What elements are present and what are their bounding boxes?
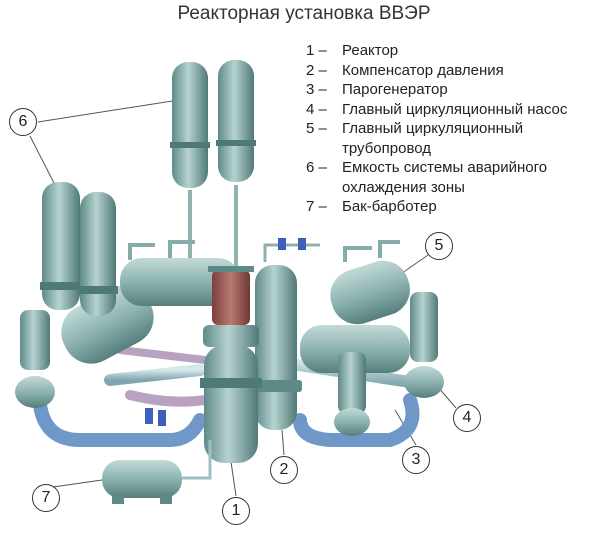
legend-text: Емкость системы аварийного охлаждения зо… [342,159,548,196]
bubbler-vessel [102,460,182,498]
legend-number: 3 – [306,81,327,98]
bubbler-support [160,496,172,504]
reactor-nozzle-belt [200,378,262,388]
valve [158,410,166,426]
callout-6: 6 [9,108,37,136]
sg-vessel [300,325,410,373]
leader-line [29,135,56,186]
sg-vessel [330,260,410,325]
hot-leg-pipe [125,390,210,407]
pump-motor [20,310,50,370]
pump-casing [404,366,444,398]
legend-item: 4 – Главный циркуляционный насос [306,100,567,120]
pump-motor [410,292,438,362]
valve [278,238,286,250]
legend-text: Реактор [342,42,399,59]
legend-number: 5 – [306,120,327,137]
legend-text: Главный циркуляционный насос [342,100,568,118]
leader-line [281,429,285,456]
tank-band [78,286,118,294]
reactor-coolant-pump-left [15,310,55,408]
legend-number: 6 – [306,159,327,176]
legend-number: 7 – [306,198,327,215]
legend-item: 1 – Реактор [306,41,567,61]
legend-text: Парогенератор [342,81,448,98]
cold-leg-pipe [293,393,420,447]
tank-band [40,282,82,290]
steam-line [128,240,195,260]
hot-leg-pipe [104,364,206,386]
legend-item: 7 – Бак-барботер [306,197,567,217]
valve [298,238,306,250]
pressurizer-flange [250,380,302,392]
ecc-tank [218,60,254,182]
pump-motor [338,352,366,414]
relief-pipe [182,440,212,480]
pressurizer-vessel [255,265,297,430]
legend-text: Компенсатор давления [342,61,504,79]
bubbler-tank [102,440,212,504]
reactor-vessel [204,345,258,463]
isolation-valves [145,408,166,426]
valve-manifold [263,243,320,262]
reactor [200,266,262,463]
legend-item: 5 – Главный циркуляционный трубопровод [306,119,567,158]
pump-casing [334,408,370,436]
ecc-tank [42,182,80,310]
ecc-tanks-upper [170,60,256,270]
reactor-core-drive [212,270,250,325]
callout-4: 4 [453,404,481,432]
tank-band [170,142,210,148]
valve [145,408,153,424]
callout-5: 5 [425,232,453,260]
callout-3: 3 [402,446,430,474]
pressurizer [250,238,320,430]
ecc-tank [80,192,116,316]
legend-item: 3 – Парогенератор [306,80,567,100]
legend-item: 2 – Компенсатор давления [306,61,567,81]
legend-number: 2 – [306,61,327,79]
reactor-head [203,325,259,347]
legend-number: 4 – [306,100,327,118]
legend-text: Бак-барботер [342,198,437,215]
pump-casing [15,376,55,408]
callout-1: 1 [222,497,250,525]
reactor-coolant-pump-right [334,292,444,436]
steam-generator-right [300,240,410,373]
cold-leg-pipe [33,398,207,447]
legend: 1 – Реактор 2 – Компенсатор давления 3 – Па… [306,41,567,217]
control-rod-drive-frame [208,266,254,272]
tank-band [216,140,256,146]
ecc-tanks-left [40,182,118,316]
legend-text: Главный циркуляционный трубопровод [342,120,524,157]
hot-leg-pipe [116,346,209,364]
callout-7: 7 [32,484,60,512]
legend-number: 1 – [306,42,327,59]
diagram-title: Реакторная установка ВВЭР [177,3,431,24]
ecc-tank [172,62,208,188]
steam-line [343,240,400,262]
bubbler-support [112,496,124,504]
legend-item: 6 – Емкость системы аварийного охлаждения… [306,158,567,197]
leader-line [37,98,186,123]
callout-2: 2 [270,456,298,484]
